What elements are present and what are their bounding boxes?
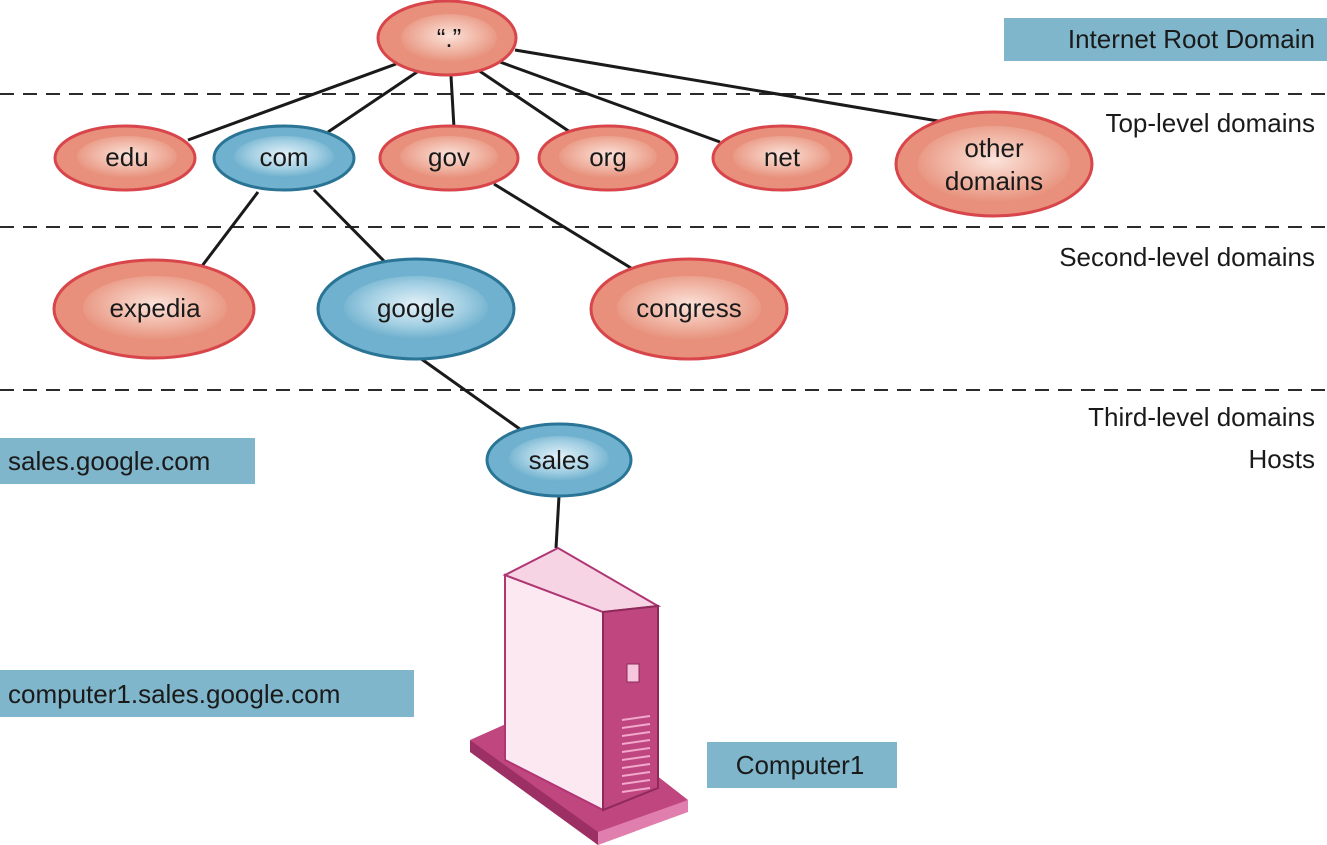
node-org-label: org (589, 142, 627, 172)
node-google-label: google (377, 293, 455, 323)
edge-google-sales (419, 356, 525, 434)
node-google: google (316, 257, 516, 361)
edge-com-expedia (200, 191, 260, 267)
node-other-label-line2: domains (945, 166, 1043, 196)
node-expedia: expedia (52, 258, 256, 360)
second-level-label: Second-level domains (1059, 242, 1315, 272)
edge-sales-computer (554, 495, 561, 549)
top-level-label: Top-level domains (1105, 108, 1315, 138)
node-other-domains: other domains (894, 110, 1094, 218)
tree-edges (187, 48, 951, 549)
node-net-label: net (764, 142, 801, 172)
computer-name-label: Computer1 (736, 750, 865, 780)
node-org: org (537, 124, 679, 192)
server-tower-icon (470, 546, 688, 845)
edge-root-other (514, 48, 951, 125)
hosts-label: Hosts (1249, 444, 1315, 474)
node-congress: congress (589, 257, 789, 361)
root-level-label: Internet Root Domain (1068, 24, 1315, 54)
node-root-label: “.” (437, 23, 462, 53)
node-congress-label: congress (636, 293, 742, 323)
node-sales-label: sales (529, 445, 590, 475)
node-sales: sales (485, 422, 633, 498)
server-side-face (602, 604, 659, 812)
node-gov: gov (378, 124, 520, 192)
node-edu: edu (53, 124, 197, 192)
computer-fqdn-box (0, 670, 414, 717)
edge-root-org (477, 68, 571, 134)
node-expedia-label: expedia (109, 293, 201, 323)
edge-root-edu (187, 62, 397, 142)
third-level-label: Third-level domains (1088, 402, 1315, 432)
edge-root-com (327, 68, 421, 134)
server-vents (621, 715, 651, 793)
root-level-label-box (1004, 18, 1327, 61)
node-root: “.” (376, 0, 518, 77)
edge-root-gov (449, 75, 456, 129)
sales-fqdn-box (0, 438, 255, 484)
computer-name-box (707, 742, 897, 788)
node-other-label-line1: other (964, 133, 1024, 163)
node-com-label: com (259, 142, 308, 172)
node-gov-label: gov (428, 142, 470, 172)
edge-root-net (499, 60, 721, 144)
node-com: com (212, 124, 356, 192)
edge-gov-congress (493, 182, 632, 270)
node-net: net (711, 124, 853, 192)
node-edu-label: edu (105, 142, 148, 172)
computer-fqdn-label: computer1.sales.google.com (8, 679, 340, 709)
sales-fqdn-label: sales.google.com (8, 446, 210, 476)
server-drive-bay (626, 663, 640, 683)
edge-com-google (312, 188, 386, 263)
